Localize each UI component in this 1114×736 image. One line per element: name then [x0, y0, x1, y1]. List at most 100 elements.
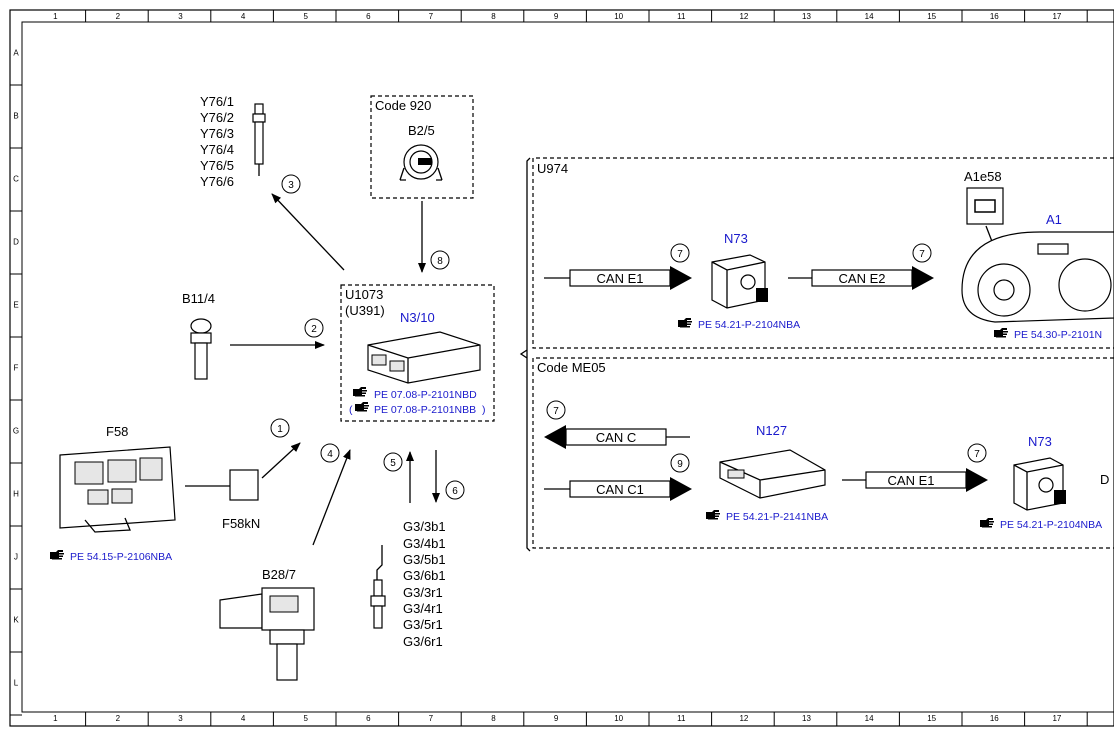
instrument-cluster-icon	[961, 231, 1114, 323]
b28-7-label: B28/7	[262, 567, 296, 582]
f58-ref[interactable]: PE 54.15-P-2106NBA	[70, 551, 172, 563]
svg-text:8: 8	[437, 256, 443, 267]
column-number: 15	[927, 714, 936, 723]
can-c1-bus: CAN C1	[544, 477, 692, 501]
column-number: 13	[802, 12, 811, 21]
n3-10-ref-2[interactable]: PE 07.08-P-2101NBB	[374, 404, 476, 416]
signal-circle-7-me05-a: 7	[546, 400, 566, 420]
n127-ref[interactable]: PE 54.21-P-2141NBA	[726, 511, 828, 523]
g3-sensor-group: G3/3b1 G3/4b1 G3/5b1 G3/6b1 G3/3r1 G3/4r…	[370, 519, 446, 649]
column-number: 13	[802, 714, 811, 723]
a1-label: A1	[1046, 212, 1062, 227]
column-number: 5	[303, 714, 308, 723]
column-number: 14	[865, 714, 874, 723]
code-me05-label: Code ME05	[537, 360, 606, 375]
n3-10-ref-2-close: )	[482, 404, 486, 416]
ecu-n3-10-icon	[367, 331, 481, 384]
f58-group: F58 PE 54.15-P-2106NBA F58kN	[50, 424, 260, 563]
g3-label-2: G3/4b1	[403, 536, 446, 551]
can-e2-out-bus: CAN E2	[788, 266, 934, 290]
svg-text:7: 7	[677, 249, 683, 260]
svg-text:9: 9	[677, 459, 683, 470]
signal-circle-3: 3	[281, 174, 301, 194]
b11-4-label: B11/4	[182, 291, 215, 306]
svg-text:2: 2	[311, 324, 317, 335]
row-letter: D	[13, 238, 19, 247]
code-me05-group: Code ME05 CAN C 7 CAN C1 9 N127 PE 54.21…	[532, 357, 1114, 549]
row-letter: A	[13, 49, 19, 58]
y76-label-1: Y76/1	[200, 94, 234, 109]
arrow-4	[312, 449, 351, 546]
svg-text:3: 3	[288, 180, 294, 191]
can-e1-out-label: CAN E1	[888, 473, 935, 488]
b11-4-group: B11/4	[182, 291, 215, 380]
row-letter: C	[13, 175, 19, 184]
b2-5-label: B2/5	[408, 123, 435, 138]
n3-10-ref-2-open: (	[349, 404, 353, 416]
y76-label-4: Y76/4	[200, 142, 234, 157]
y76-label-3: Y76/3	[200, 126, 234, 141]
pointing-hand-icon	[50, 550, 64, 560]
column-number: 11	[677, 12, 686, 21]
signal-number-circles: 3 8 2 1 4 5 6	[270, 174, 465, 500]
arrow-3	[271, 193, 345, 271]
column-number: 12	[739, 714, 748, 723]
n127-label: N127	[756, 423, 787, 438]
n73-me05-ref[interactable]: PE 54.21-P-2104NBA	[1000, 519, 1102, 531]
can-e1-in-label: CAN E1	[597, 271, 644, 286]
column-number: 8	[491, 714, 496, 723]
pointing-hand-icon	[706, 510, 720, 520]
row-letter: H	[13, 490, 19, 499]
u391-label: (U391)	[345, 303, 385, 318]
relay-f58kn-icon	[229, 469, 259, 501]
ignition-switch-icon	[711, 254, 768, 309]
column-number: 16	[990, 12, 999, 21]
u1073-label: U1073	[345, 287, 383, 302]
a1-ref[interactable]: PE 54.30-P-2101N	[1014, 329, 1102, 341]
f58kn-label: F58kN	[222, 516, 260, 531]
n3-10-ref-1[interactable]: PE 07.08-P-2101NBD	[374, 389, 477, 401]
column-number: 15	[927, 12, 936, 21]
signal-circle-7-u974-a: 7	[670, 243, 690, 263]
g3-label-8: G3/6r1	[403, 634, 443, 649]
sensor-b2-5-icon	[399, 144, 443, 181]
svg-text:4: 4	[327, 449, 333, 460]
column-number: 4	[241, 12, 246, 21]
column-number: 1	[53, 714, 58, 723]
column-number: 3	[178, 714, 183, 723]
column-number: 6	[366, 714, 371, 723]
group-bracket	[519, 157, 531, 552]
u974-label: U974	[537, 161, 568, 176]
signal-circle-7-me05-b: 7	[967, 443, 987, 463]
signal-circle-2: 2	[304, 318, 324, 338]
row-letter: L	[14, 679, 19, 688]
column-number: 4	[241, 714, 246, 723]
n73-me05-label: N73	[1028, 434, 1052, 449]
column-number: 7	[429, 12, 434, 21]
u974-group: U974 CAN E1 7 N73 PE 54.21-P-2104NBA CAN…	[532, 157, 1114, 349]
g3-label-6: G3/4r1	[403, 601, 443, 616]
fuse-box-icon	[59, 446, 176, 533]
u1073-group: U1073 (U391) N3/10 PE 07.08-P-2101NBD ( …	[340, 284, 495, 422]
a1e58-label: A1e58	[964, 169, 1002, 184]
signal-circle-1: 1	[270, 418, 290, 438]
column-number: 2	[116, 12, 121, 21]
injector-icon	[252, 103, 266, 176]
column-number: 8	[491, 12, 496, 21]
column-number: 17	[1052, 714, 1061, 723]
signal-circle-7-u974-b: 7	[912, 243, 932, 263]
cut-off-label: D	[1100, 472, 1109, 487]
svg-text:7: 7	[553, 406, 559, 417]
svg-text:5: 5	[390, 458, 396, 469]
code-920-label: Code 920	[375, 98, 431, 113]
row-letter: G	[13, 427, 19, 436]
n73-ref[interactable]: PE 54.21-P-2104NBA	[698, 319, 800, 331]
pointing-hand-icon	[994, 328, 1008, 338]
y76-label-6: Y76/6	[200, 174, 234, 189]
column-number: 7	[429, 714, 434, 723]
pointing-hand-icon	[353, 387, 367, 397]
